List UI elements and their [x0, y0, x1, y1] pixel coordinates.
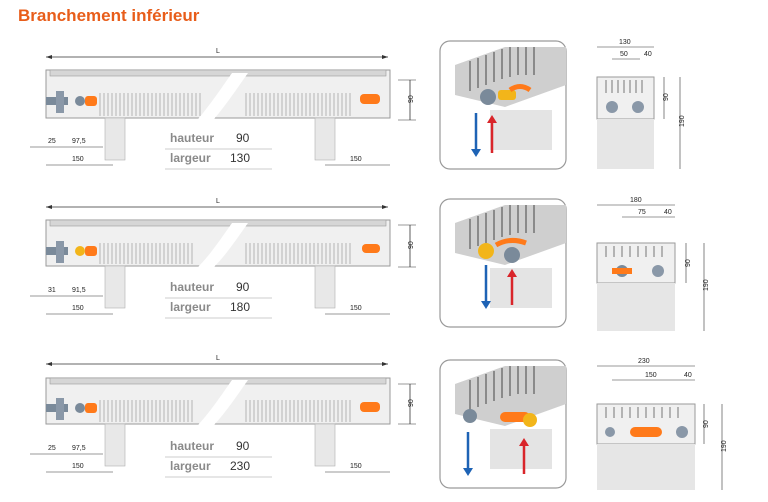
largeur-value: 180	[230, 300, 250, 314]
svg-text:31: 31	[48, 287, 56, 294]
svg-text:40: 40	[664, 209, 672, 216]
svg-text:150: 150	[72, 305, 84, 312]
svg-text:230: 230	[638, 358, 650, 365]
flex-hose	[85, 246, 97, 256]
heat-exchanger-fins	[99, 400, 351, 422]
largeur-value: 130	[230, 151, 250, 165]
cross-section-view: 230 150 40 90 190	[596, 358, 728, 490]
support-foot	[104, 117, 126, 161]
svg-text:50: 50	[620, 51, 628, 58]
svg-text:150: 150	[72, 463, 84, 470]
svg-text:97,5: 97,5	[72, 445, 86, 452]
length-label: L	[216, 48, 220, 55]
svg-text:130: 130	[619, 39, 631, 46]
page-title: Branchement inférieur	[18, 6, 200, 25]
hauteur-value: 90	[236, 439, 250, 453]
largeur-label: largeur	[170, 459, 211, 473]
svg-text:150: 150	[72, 156, 84, 163]
svg-text:75: 75	[638, 209, 646, 216]
length-label: L	[216, 198, 220, 205]
hauteur-value: 90	[236, 280, 250, 294]
flex-hose	[362, 244, 380, 253]
svg-text:180: 180	[630, 197, 642, 204]
support-foot	[314, 117, 336, 161]
side-view: L	[30, 48, 416, 166]
side-view: L	[30, 198, 416, 315]
svg-text:91,5: 91,5	[72, 287, 86, 294]
variant-row-130: L	[0, 35, 768, 185]
svg-text:190: 190	[721, 440, 728, 452]
support-foot	[104, 423, 126, 467]
heat-exchanger-fins	[99, 243, 351, 264]
svg-text:90: 90	[663, 93, 670, 101]
variant-diagram: L	[30, 355, 728, 490]
support-foot	[314, 265, 336, 309]
svg-text:150: 150	[350, 305, 362, 312]
svg-text:90: 90	[408, 241, 415, 249]
hauteur-label: hauteur	[170, 131, 214, 145]
svg-text:90: 90	[685, 259, 692, 267]
svg-text:40: 40	[644, 51, 652, 58]
variant-row-230: L	[0, 352, 768, 502]
svg-text:97,5: 97,5	[72, 138, 86, 145]
variant-diagram: L	[30, 39, 686, 170]
hauteur-value: 90	[236, 131, 250, 145]
svg-text:90: 90	[703, 420, 710, 428]
connection-detail-view	[439, 40, 567, 170]
svg-text:190: 190	[679, 115, 686, 127]
hauteur-label: hauteur	[170, 280, 214, 294]
connection-detail-view	[439, 198, 567, 328]
variant-diagram: L	[30, 197, 710, 331]
side-view: L	[30, 355, 416, 473]
flex-hose	[85, 96, 97, 106]
cross-section-view: 130 50 40 90 190	[596, 39, 686, 169]
support-foot	[314, 423, 336, 467]
flex-hose	[360, 402, 380, 412]
connection-detail-view	[439, 359, 567, 489]
svg-text:150: 150	[350, 463, 362, 470]
length-label: L	[216, 355, 220, 362]
svg-text:25: 25	[48, 138, 56, 145]
support-foot	[104, 265, 126, 309]
largeur-value: 230	[230, 459, 250, 473]
largeur-label: largeur	[170, 151, 211, 165]
svg-text:150: 150	[350, 156, 362, 163]
flex-hose	[360, 94, 380, 104]
flex-hose	[85, 403, 97, 413]
heat-exchanger-fins	[99, 93, 351, 116]
svg-text:40: 40	[684, 372, 692, 379]
svg-text:190: 190	[703, 279, 710, 291]
svg-text:90: 90	[408, 95, 415, 103]
largeur-label: largeur	[170, 300, 211, 314]
variant-row-180: L	[0, 193, 768, 343]
cross-section-view: 180 75 40 90 190	[596, 197, 710, 331]
svg-text:90: 90	[408, 399, 415, 407]
hauteur-label: hauteur	[170, 439, 214, 453]
svg-text:150: 150	[645, 372, 657, 379]
svg-text:25: 25	[48, 445, 56, 452]
